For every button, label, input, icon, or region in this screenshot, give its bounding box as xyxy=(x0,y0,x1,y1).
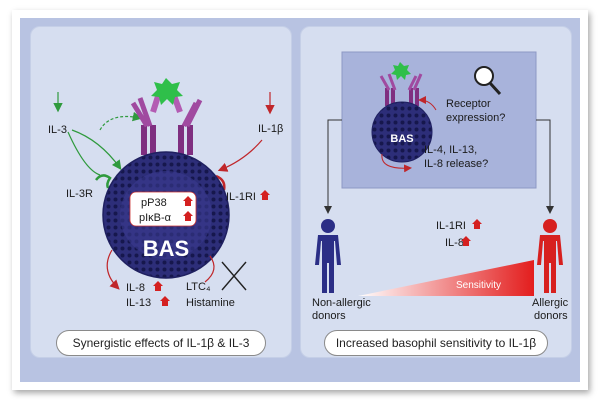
receptor-expression-line2: expression? xyxy=(446,112,505,124)
small-allergen-icon xyxy=(391,62,411,80)
non-allergic-label-line1: Non-allergic xyxy=(312,297,371,309)
il1b-label: IL-1β xyxy=(258,123,283,135)
il1ri-receptor xyxy=(215,174,226,191)
connector-left xyxy=(324,119,342,214)
pikba-label: pIκB-α xyxy=(139,212,172,224)
non-allergic-donor-figure xyxy=(315,219,341,293)
release-line2: IL-8 release? xyxy=(424,158,488,170)
fc-receptor-complex xyxy=(130,88,203,155)
ltc4-label: LTC₄ xyxy=(186,281,211,293)
small-receptor-complex xyxy=(379,73,423,106)
release-question-arrow xyxy=(381,153,412,173)
receptor-question-arrow xyxy=(418,96,437,111)
bas-label: BAS xyxy=(143,236,189,261)
non-allergic-label-line2: donors xyxy=(312,310,346,322)
il8-up-arrow xyxy=(153,281,163,291)
small-basophil-cell xyxy=(371,101,433,163)
right-il1ri-up-arrow xyxy=(472,219,482,229)
right-il8-label: IL-8 xyxy=(445,237,464,249)
il13-label: IL-13 xyxy=(126,297,151,309)
ltc4-histamine-arrow xyxy=(204,255,215,283)
il3r-label: IL-3R xyxy=(66,188,93,200)
right-il1ri-label: IL-1RI xyxy=(436,220,466,232)
right-caption: Increased basophil sensitivity to IL-1β xyxy=(324,330,548,356)
magnifier-icon xyxy=(474,66,502,96)
left-panel xyxy=(30,26,292,358)
connector-right xyxy=(536,119,554,214)
small-bas-label: BAS xyxy=(390,133,413,145)
release-line1: IL-4, IL-13, xyxy=(424,144,477,156)
il13-up-arrow xyxy=(160,296,170,306)
allergen-icon xyxy=(151,78,183,105)
allergic-label-line2: donors xyxy=(534,310,568,322)
left-caption: Synergistic effects of IL-1β & IL-3 xyxy=(56,330,266,356)
inhibition-cross-icon xyxy=(221,261,247,291)
il1ri-label: IL-1RI xyxy=(226,191,256,203)
il3-label: IL-3 xyxy=(48,124,67,136)
allergic-donor-figure xyxy=(537,219,563,293)
sensitivity-label: Sensitivity xyxy=(456,280,501,291)
pp38-label: pP38 xyxy=(141,197,167,209)
il8-label: IL-8 xyxy=(126,282,145,294)
il8-il13-arrow xyxy=(106,249,120,290)
il3r-receptor xyxy=(95,174,112,189)
allergic-label-line1: Allergic xyxy=(532,297,569,309)
receptor-expression-line1: Receptor xyxy=(446,98,491,110)
histamine-label: Histamine xyxy=(186,297,235,309)
signaling-box xyxy=(129,191,197,227)
il1ri-up-arrow xyxy=(260,190,270,200)
sensitivity-wedge xyxy=(358,260,534,296)
il1b-signal xyxy=(217,92,275,172)
il3-signal xyxy=(53,92,143,176)
